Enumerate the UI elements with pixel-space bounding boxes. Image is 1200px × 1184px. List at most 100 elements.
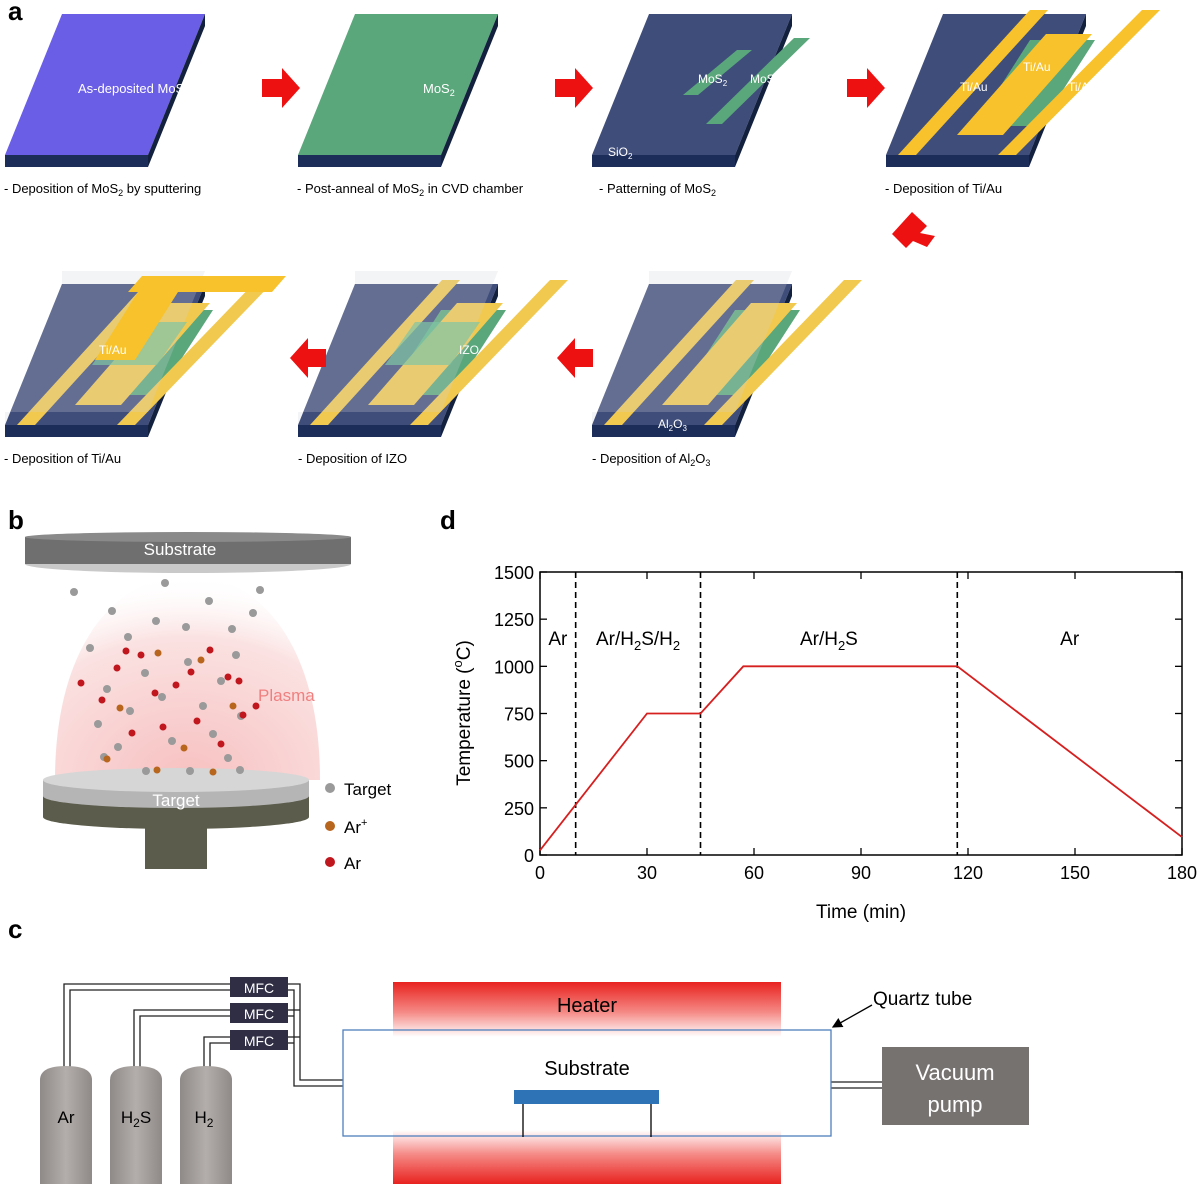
mfc-label-2: MFC xyxy=(244,1006,274,1022)
mos2-label-a: MoS2 xyxy=(698,72,728,88)
contact-left xyxy=(310,280,460,425)
target-particle xyxy=(168,737,176,745)
target-particle xyxy=(141,669,149,677)
ar-particle xyxy=(187,668,195,676)
ar-particle xyxy=(217,740,225,748)
region-label: Ar/H2S/H2 xyxy=(596,629,680,653)
target-particle xyxy=(205,597,213,605)
sio2-layer xyxy=(592,14,792,155)
ar-particle xyxy=(252,702,260,710)
target-assembly: Target xyxy=(43,768,309,869)
substrate-side xyxy=(735,14,792,167)
arrow-right-1 xyxy=(262,68,300,108)
target-particle xyxy=(103,685,111,693)
target-particle xyxy=(232,651,240,659)
cylinder-h2 xyxy=(180,1066,232,1184)
target-particle xyxy=(256,586,264,594)
tiau-label-mid: Ti/Au xyxy=(1023,60,1051,74)
quartz-label: Quartz tube xyxy=(873,989,972,1010)
step3-device: MoS2 MoS2 SiO2 xyxy=(592,14,810,167)
ar-ion-particle xyxy=(197,656,205,664)
target-particle xyxy=(228,625,236,633)
substrate-side xyxy=(148,14,205,167)
target-particle xyxy=(108,607,116,615)
legend-dot-target xyxy=(325,783,335,793)
step6-device: IZO xyxy=(298,271,568,437)
target-particle xyxy=(124,633,132,641)
target-particle xyxy=(114,743,122,751)
cylinder-ar-label: Ar xyxy=(58,1108,75,1127)
x-tick-label: 120 xyxy=(953,863,983,883)
target-particle xyxy=(86,644,94,652)
ar-particle xyxy=(206,646,214,654)
heater-bottom xyxy=(393,1130,781,1184)
ar-particle xyxy=(113,664,121,672)
arrow-down-left xyxy=(892,212,935,248)
caption-step4: - Deposition of Ti/Au xyxy=(885,181,1002,196)
sio2-label: SiO2 xyxy=(608,145,633,161)
ar-particle xyxy=(235,677,243,685)
ar-ion-particle xyxy=(209,768,217,776)
mfc-label-3: MFC xyxy=(244,1033,274,1049)
target-particle xyxy=(126,707,134,715)
arrow-left-1 xyxy=(557,338,593,378)
vacuum-pump-box xyxy=(882,1047,1029,1125)
region-label: Ar xyxy=(548,629,568,650)
ar-particle xyxy=(172,681,180,689)
step1-device: As-deposited MoS2 xyxy=(5,14,205,167)
target-particle xyxy=(186,767,194,775)
legend-label-ar-ion: Ar+ xyxy=(344,817,367,837)
y-tick-label: 750 xyxy=(504,705,534,725)
ar-ion-particle xyxy=(116,704,124,712)
contact-mid xyxy=(957,34,1092,135)
plasma-cloud xyxy=(55,575,320,780)
panel-label-b: b xyxy=(8,505,24,535)
al2o3-label: Al2O3 xyxy=(658,417,687,433)
al2o3-layer xyxy=(592,271,792,425)
y-tick-label: 1500 xyxy=(494,563,534,583)
ar-ion-particle xyxy=(103,755,111,763)
cylinder-h2s xyxy=(110,1066,162,1184)
ar-ion-particle xyxy=(180,744,188,752)
plasma-label: Plasma xyxy=(258,686,315,705)
panel-c: c MFC MFC MFC Ar H2S H2 xyxy=(8,914,1029,1184)
mos2-label-b: MoS2 xyxy=(750,72,780,88)
substrate-front xyxy=(886,155,1029,167)
ar-ion-particle xyxy=(229,702,237,710)
arrow-left-2 xyxy=(290,338,326,378)
y-tick-label: 0 xyxy=(524,846,534,866)
ar-ion-particle xyxy=(154,649,162,657)
x-tick-label: 60 xyxy=(744,863,764,883)
ar-particle xyxy=(159,723,167,731)
panel-b: b Plasma Substrate Target Target Ar+ Ar xyxy=(8,505,392,873)
caption-step7: - Deposition of Ti/Au xyxy=(4,451,121,466)
legend-dot-ar xyxy=(325,857,335,867)
panel-label-c: c xyxy=(8,914,22,944)
x-axis-title: Time (min) xyxy=(816,902,906,923)
caption-step3: - Patterning of MoS2 xyxy=(599,181,716,198)
legend-label-ar: Ar xyxy=(344,854,361,873)
x-tick-label: 150 xyxy=(1060,863,1090,883)
mfc-label-1: MFC xyxy=(244,980,274,996)
substrate-holder xyxy=(514,1090,659,1104)
substrate-front xyxy=(298,155,441,167)
ar-particle xyxy=(77,679,85,687)
mos2-layer xyxy=(298,14,498,155)
step5-device: Al2O3 xyxy=(592,271,862,437)
legend-label-target: Target xyxy=(344,780,392,799)
y-tick-label: 500 xyxy=(504,752,534,772)
ar-particle xyxy=(151,689,159,697)
x-tick-label: 30 xyxy=(637,863,657,883)
mfc-box-2 xyxy=(230,1003,288,1023)
panel-label-d: d xyxy=(440,505,456,535)
ar-ion-particle xyxy=(153,766,161,774)
mfc-box-1 xyxy=(230,977,288,997)
target-particle xyxy=(94,720,102,728)
substrate-label: Substrate xyxy=(144,540,217,559)
caption-step2: - Post-anneal of MoS2 in CVD chamber xyxy=(297,181,524,198)
heater-top xyxy=(393,982,781,1037)
ar-particle xyxy=(239,711,247,719)
plot-frame xyxy=(539,571,1183,856)
